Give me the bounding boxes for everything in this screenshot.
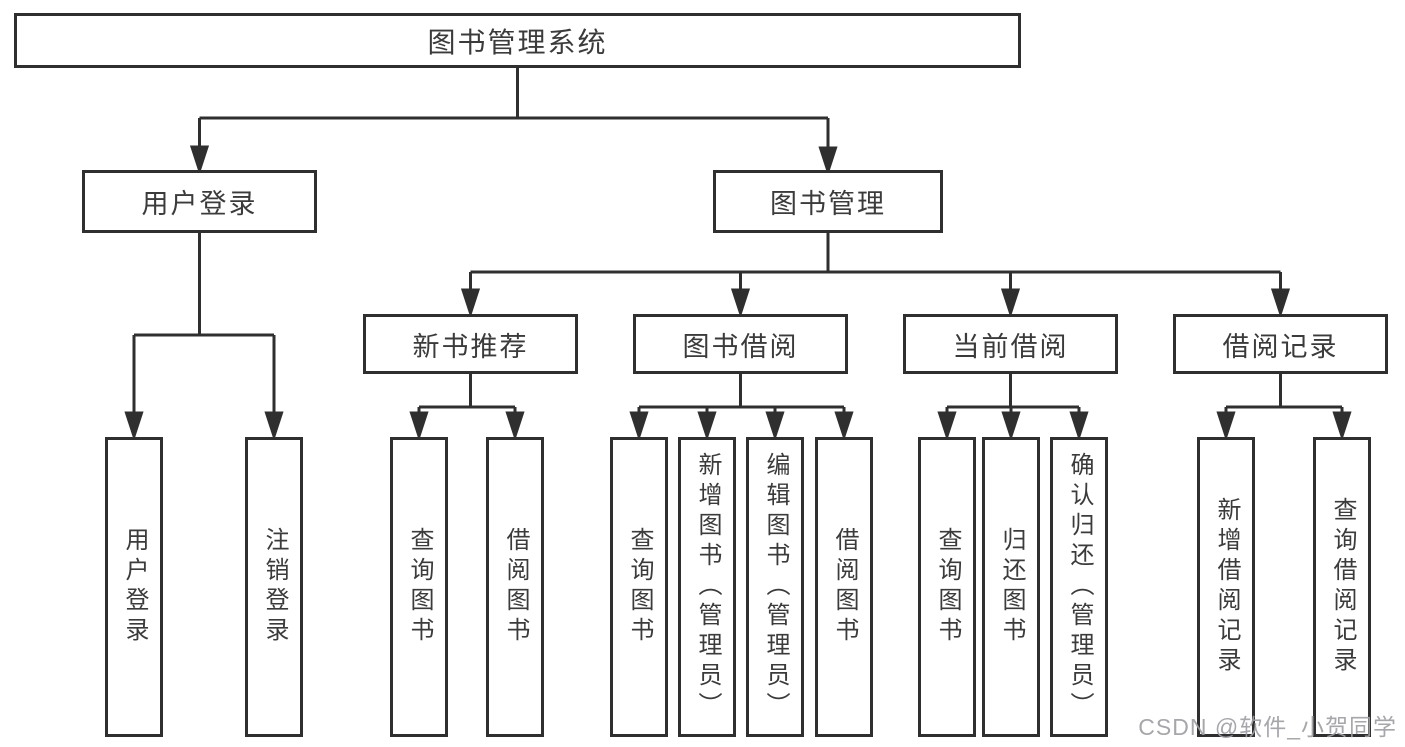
- leaf-current-confirm-return-admin: 确认归还（管理员）: [1050, 437, 1108, 737]
- leaf-records-query-record: 查询借阅记录: [1313, 437, 1371, 737]
- edge-root-to-level2: [189, 68, 838, 176]
- leaf-borrow-edit-books-admin: 编辑图书（管理员）: [746, 437, 804, 737]
- edge-user-login-to-leaves: [124, 233, 284, 441]
- leaf-logout: 注销登录: [245, 437, 303, 737]
- leaf-newbook-query-books: 查询图书: [390, 437, 448, 737]
- leaf-borrow-query-books: 查询图书: [610, 437, 668, 737]
- arrowhead: [1270, 288, 1291, 318]
- arrowhead: [629, 411, 649, 441]
- arrowhead: [937, 411, 957, 441]
- edge-new-book-to-leaves: [409, 374, 525, 441]
- node-book-management: 图书管理: [713, 170, 943, 233]
- leaf-newbook-borrow-books: 借阅图书: [486, 437, 544, 737]
- edge-book-borrow-to-leaves: [629, 374, 854, 441]
- node-user-login: 用户登录: [82, 170, 317, 233]
- arrowhead: [1332, 411, 1352, 441]
- edge-current-borrow-to-leaves: [937, 374, 1089, 441]
- arrowhead: [697, 411, 717, 441]
- arrowhead: [409, 411, 429, 441]
- arrowhead: [818, 146, 838, 176]
- leaf-current-return-books: 归还图书: [982, 437, 1040, 737]
- node-book-borrow: 图书借阅: [633, 314, 848, 374]
- node-root: 图书管理系统: [14, 13, 1021, 68]
- arrowhead: [1069, 411, 1089, 441]
- arrowhead: [505, 411, 525, 441]
- arrowhead: [834, 411, 854, 441]
- leaf-borrow-borrow-books: 借阅图书: [815, 437, 873, 737]
- arrowhead: [730, 288, 751, 318]
- edge-book-mgmt-to-level3: [460, 233, 1291, 318]
- leaf-user-login: 用户登录: [105, 437, 163, 737]
- watermark-text: CSDN @软件_小贺同学: [1138, 714, 1397, 740]
- arrowhead: [1001, 411, 1021, 441]
- arrowhead: [124, 411, 144, 441]
- leaf-records-add-record: 新增借阅记录: [1197, 437, 1255, 737]
- node-borrow-records: 借阅记录: [1173, 314, 1388, 374]
- arrowhead: [1216, 411, 1236, 441]
- arrowhead: [460, 288, 481, 318]
- leaf-current-query-books: 查询图书: [918, 437, 976, 737]
- arrowhead: [264, 411, 284, 441]
- node-current-borrow: 当前借阅: [903, 314, 1118, 374]
- node-new-book-recommend: 新书推荐: [363, 314, 578, 374]
- edge-borrow-records-to-leaves: [1216, 374, 1352, 441]
- arrowhead: [765, 411, 785, 441]
- arrowhead: [189, 145, 210, 175]
- arrowhead: [1000, 288, 1021, 318]
- leaf-borrow-add-books-admin: 新增图书（管理员）: [678, 437, 736, 737]
